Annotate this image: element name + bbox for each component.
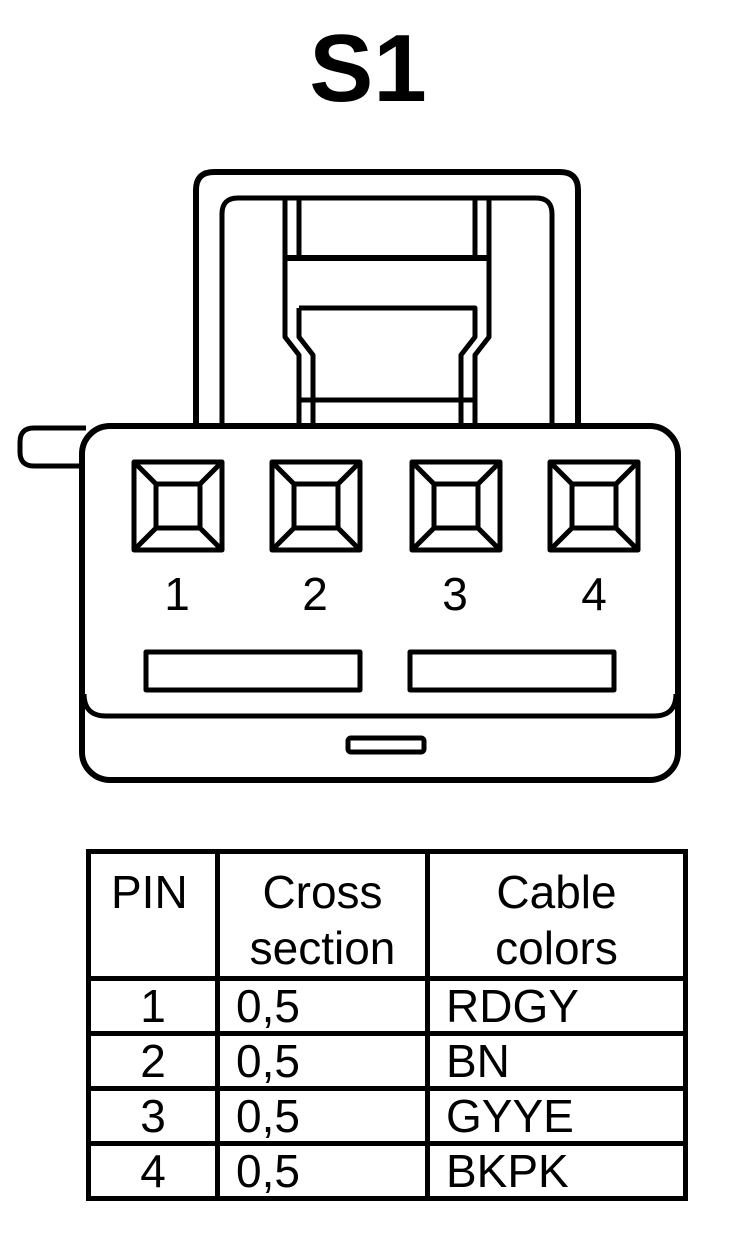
table-row: 3 0,5 GYYE [86,1086,688,1146]
release-slot [345,735,427,755]
cell-cross-section: 0,5 [215,1031,430,1091]
cell-cross-section: 0,5 [215,1086,430,1146]
cell-cable-colors: RDGY [425,976,688,1036]
table-header-row: PIN Cross section Cable colors [86,849,688,981]
table-row: 4 0,5 BKPK [86,1141,688,1201]
table-row: 1 0,5 RDGY [86,976,688,1036]
cell-pin: 4 [86,1141,220,1201]
cell-cross-section: 0,5 [215,1141,430,1201]
cell-cross-section: 0,5 [215,976,430,1036]
pin-assignment-table: PIN Cross section Cable colors 1 0,5 RDG… [86,849,688,1201]
cell-cable-colors: BKPK [425,1141,688,1201]
pin-cavity [547,459,641,553]
latch-inner [219,195,555,428]
cell-pin: 3 [86,1086,220,1146]
cell-pin: 2 [86,1031,220,1091]
coding-slot [407,649,617,693]
connector-drawing: 1 2 3 4 [17,169,681,783]
pin-number: 3 [442,568,468,620]
table-row: 2 0,5 BN [86,1031,688,1091]
cell-cable-colors: GYYE [425,1086,688,1146]
pin-cavity [409,459,503,553]
pin-cavity [131,459,225,553]
coding-slot [143,649,363,693]
pin-cavity [269,459,363,553]
diagram-title: S1 [309,15,427,122]
header-cross-section: Cross section [215,849,430,981]
pin-number: 1 [164,568,190,620]
latch-outer [193,169,581,428]
side-tab [17,425,86,469]
pin-number: 4 [581,568,607,620]
cell-pin: 1 [86,976,220,1036]
pin-number: 2 [302,568,328,620]
header-pin: PIN [86,849,220,981]
header-cable-colors: Cable colors [425,849,688,981]
cell-cable-colors: BN [425,1031,688,1091]
latch-lever [282,258,302,428]
